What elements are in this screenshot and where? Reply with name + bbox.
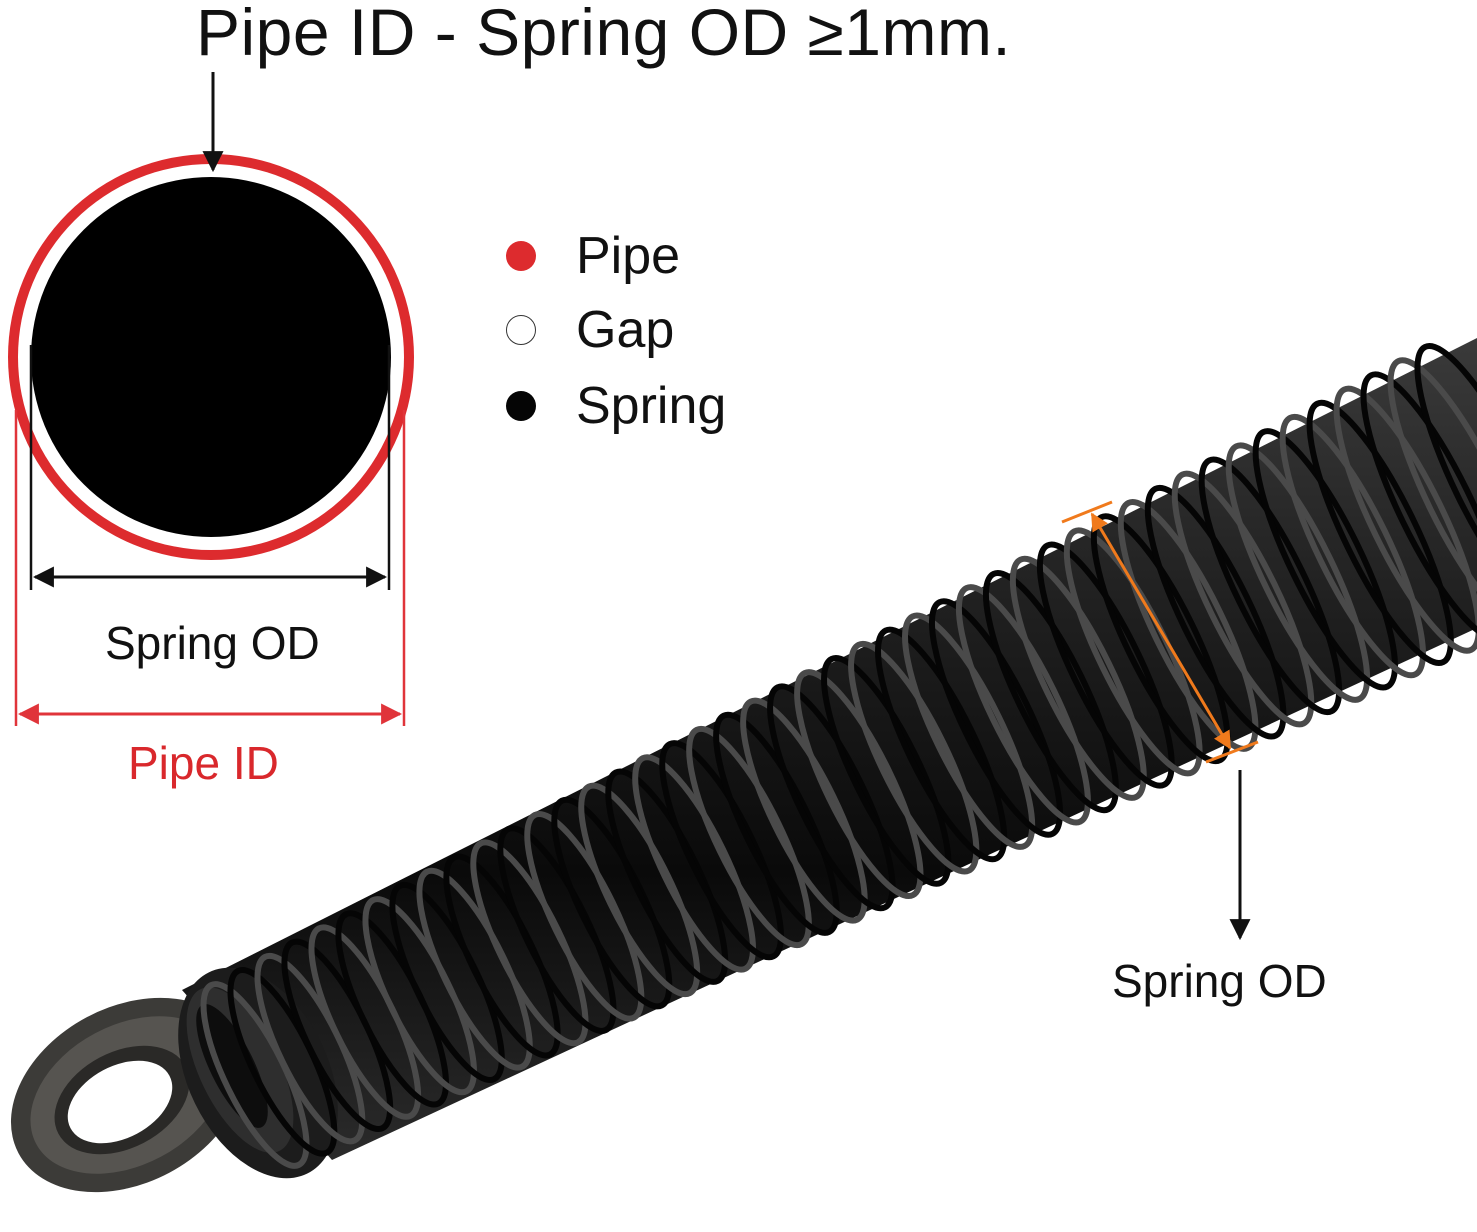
coil-ridge (1279, 413, 1426, 679)
coil-ridge (1414, 343, 1477, 617)
coil-ridge (713, 711, 840, 936)
coil-ridge (578, 782, 701, 998)
dimension-arrow-icon (1090, 512, 1232, 750)
pipe-id-label: Pipe ID (128, 737, 279, 789)
coil-ridge (632, 754, 756, 973)
coil-ridge (767, 683, 896, 912)
coil-ridge (875, 626, 1008, 863)
legend-item-pipe: Pipe (506, 226, 680, 286)
legend-item-gap: Gap (506, 300, 674, 360)
coil-ridge (794, 669, 924, 900)
coil-ridge (659, 740, 784, 961)
coil-ridge (1333, 385, 1477, 654)
spring-od-measure (1061, 500, 1259, 764)
spring-photo (10, 338, 1477, 1193)
coil-ridge (605, 768, 729, 985)
spring-swatch-icon (506, 391, 536, 421)
coil-ridge (1306, 399, 1454, 666)
coil-ridge (1387, 357, 1477, 630)
coil-ridge (686, 725, 812, 949)
pipe-swatch-icon (506, 241, 536, 271)
spring-od-dimension (29, 345, 391, 590)
spring-od-photo-label: Spring OD (1112, 955, 1327, 1007)
coil-ridge (821, 655, 952, 887)
cross-section (8, 72, 414, 726)
gap-swatch-icon (506, 315, 536, 345)
coil-ridge (1252, 428, 1398, 691)
legend-label: Gap (576, 301, 675, 359)
spring-od-label: Spring OD (105, 617, 320, 669)
coil-ridge (902, 612, 1036, 850)
spring-disc (31, 177, 391, 537)
coil-ridge (982, 570, 1119, 814)
coil-ridge (1360, 371, 1477, 642)
coil-ridge (740, 697, 868, 924)
legend-item-spring: Spring (506, 376, 726, 436)
coil-ridge (848, 640, 980, 875)
coil-ridge (1225, 442, 1371, 703)
page-title: Pipe ID - Spring OD ≥1mm. (196, 0, 1012, 69)
legend-label: Spring (576, 377, 727, 435)
coil-ridge (928, 598, 1064, 838)
coil-ridge (955, 584, 1091, 826)
legend-label: Pipe (576, 227, 681, 285)
coil-ridge (1198, 456, 1343, 716)
pipe-id-dimension (14, 410, 406, 726)
